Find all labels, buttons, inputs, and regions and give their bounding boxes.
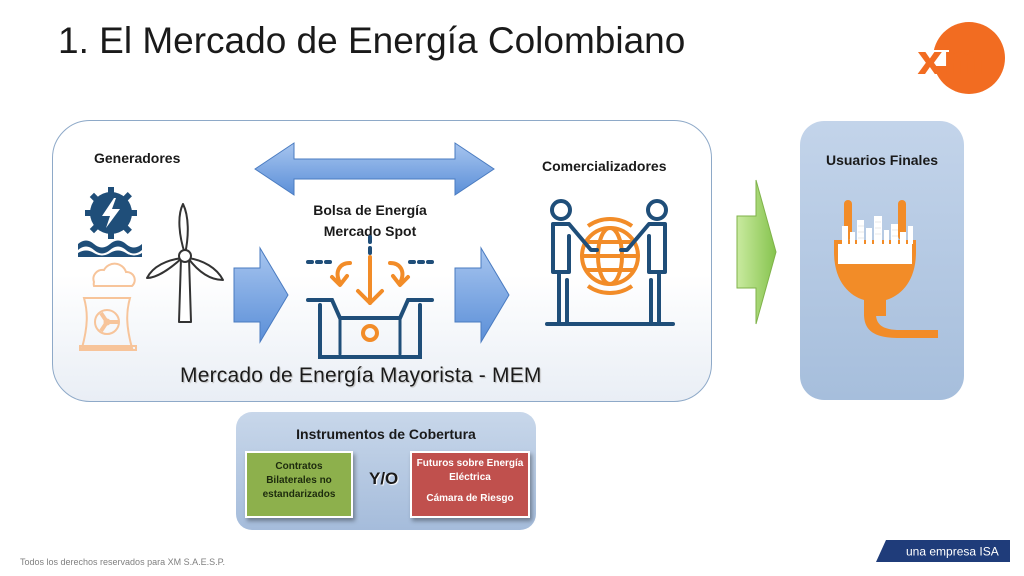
futuros-card: Futuros sobre Energía Eléctrica Cámara d…	[410, 451, 530, 518]
una-empresa-isa-tag: una empresa ISA	[876, 540, 1010, 562]
bolsa-label-line2: Mercado Spot	[323, 223, 417, 239]
contratos-line1: Contratos	[275, 461, 323, 472]
footer-copyright: Todos los derechos reservados para XM S.…	[20, 557, 225, 567]
flow-arrow-1	[233, 246, 289, 344]
energy-exchange-icon	[306, 235, 434, 359]
bolsa-label-line1: Bolsa de Energía	[313, 202, 427, 218]
brand-tag-text: una empresa ISA	[906, 545, 999, 559]
futuros-line2: Eléctrica	[449, 472, 491, 483]
camara-de-riesgo: Cámara de Riesgo	[426, 493, 514, 504]
double-arrow	[254, 142, 495, 196]
comercializadores-label: Comercializadores	[542, 158, 667, 174]
futuros-line1: Futuros sobre Energía	[416, 458, 524, 469]
cobertura-title: Instrumentos de Cobertura	[296, 426, 476, 442]
nuclear-plant-icon	[79, 262, 137, 351]
y-o-connector: Y/O	[369, 469, 399, 488]
mem-title: Mercado de Energía Mayorista - MEM	[180, 364, 542, 387]
contratos-line3: estandarizados	[262, 489, 336, 500]
flow-arrow-2	[454, 246, 510, 344]
green-arrow	[736, 179, 777, 325]
contratos-line2: Bilaterales no	[266, 475, 332, 486]
xm-logo: xm	[913, 22, 1005, 94]
globe-handshake-icon	[545, 199, 675, 326]
logo-text: xm	[917, 38, 984, 84]
generadores-label: Generadores	[94, 150, 181, 166]
hydro-power-icon	[78, 187, 142, 257]
wind-turbine-icon	[146, 203, 224, 323]
slide-title: 1. El Mercado de Energía Colombiano	[58, 20, 686, 61]
power-plug-icon	[834, 200, 938, 338]
bolsa-label: Bolsa de Energía Mercado Spot	[300, 200, 440, 242]
usuarios-finales-label: Usuarios Finales	[825, 152, 939, 168]
contratos-bilaterales-card: Contratos Bilaterales no estandarizados	[245, 451, 353, 518]
